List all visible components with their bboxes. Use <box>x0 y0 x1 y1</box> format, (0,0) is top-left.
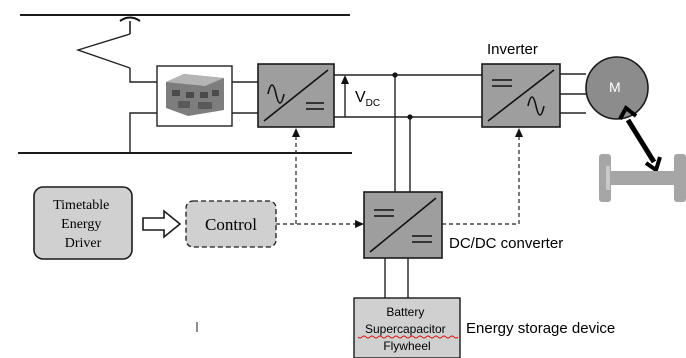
dcdc-converter-label: DC/DC converter <box>449 235 563 252</box>
battery-line: Battery <box>386 305 424 319</box>
dc-dc-converter <box>363 191 443 259</box>
motor-wheelset-coupling-icon <box>618 104 662 174</box>
control-box: Control <box>185 200 277 248</box>
energy-line: Energy <box>61 217 101 232</box>
svg-text:Battery Supercapacitor: Battery Supercapacitor Flywheel <box>365 305 449 353</box>
ac-dc-rectifier <box>257 63 335 128</box>
motor-label: M <box>609 79 621 95</box>
control-signal-lines <box>276 128 523 228</box>
spellcheck-underline <box>357 335 459 339</box>
wire-pantograph-transformer <box>129 68 157 83</box>
supercapacitor-line: Supercapacitor <box>365 322 446 336</box>
timetable-energy-driver-box: Timetable Energy Driver <box>33 186 133 260</box>
wheelset-icon <box>599 154 686 202</box>
motor: M <box>585 56 649 120</box>
control-label: Control <box>205 215 257 234</box>
inverter-label: Inverter <box>487 41 538 58</box>
flywheel-line: Flywheel <box>383 339 430 353</box>
vdc-label: VDC <box>355 89 380 109</box>
pantograph-icon <box>75 16 141 69</box>
vdc-subscript: DC <box>366 98 380 109</box>
transformer-image <box>156 65 233 127</box>
vdc-main: V <box>355 89 366 106</box>
energy-storage-label: Energy storage device <box>466 320 615 337</box>
energy-storage-box: Battery Supercapacitor Flywheel <box>353 297 461 358</box>
dc-ac-inverter <box>481 63 561 128</box>
svg-text:Timetable Energy D: Timetable Energy Driver <box>53 198 113 251</box>
driver-line: Driver <box>65 236 102 251</box>
input-block-arrow-icon <box>142 209 182 239</box>
wire-ground-transformer <box>129 112 157 153</box>
timetable-line: Timetable <box>53 198 109 213</box>
vdc-arrow <box>341 75 349 117</box>
